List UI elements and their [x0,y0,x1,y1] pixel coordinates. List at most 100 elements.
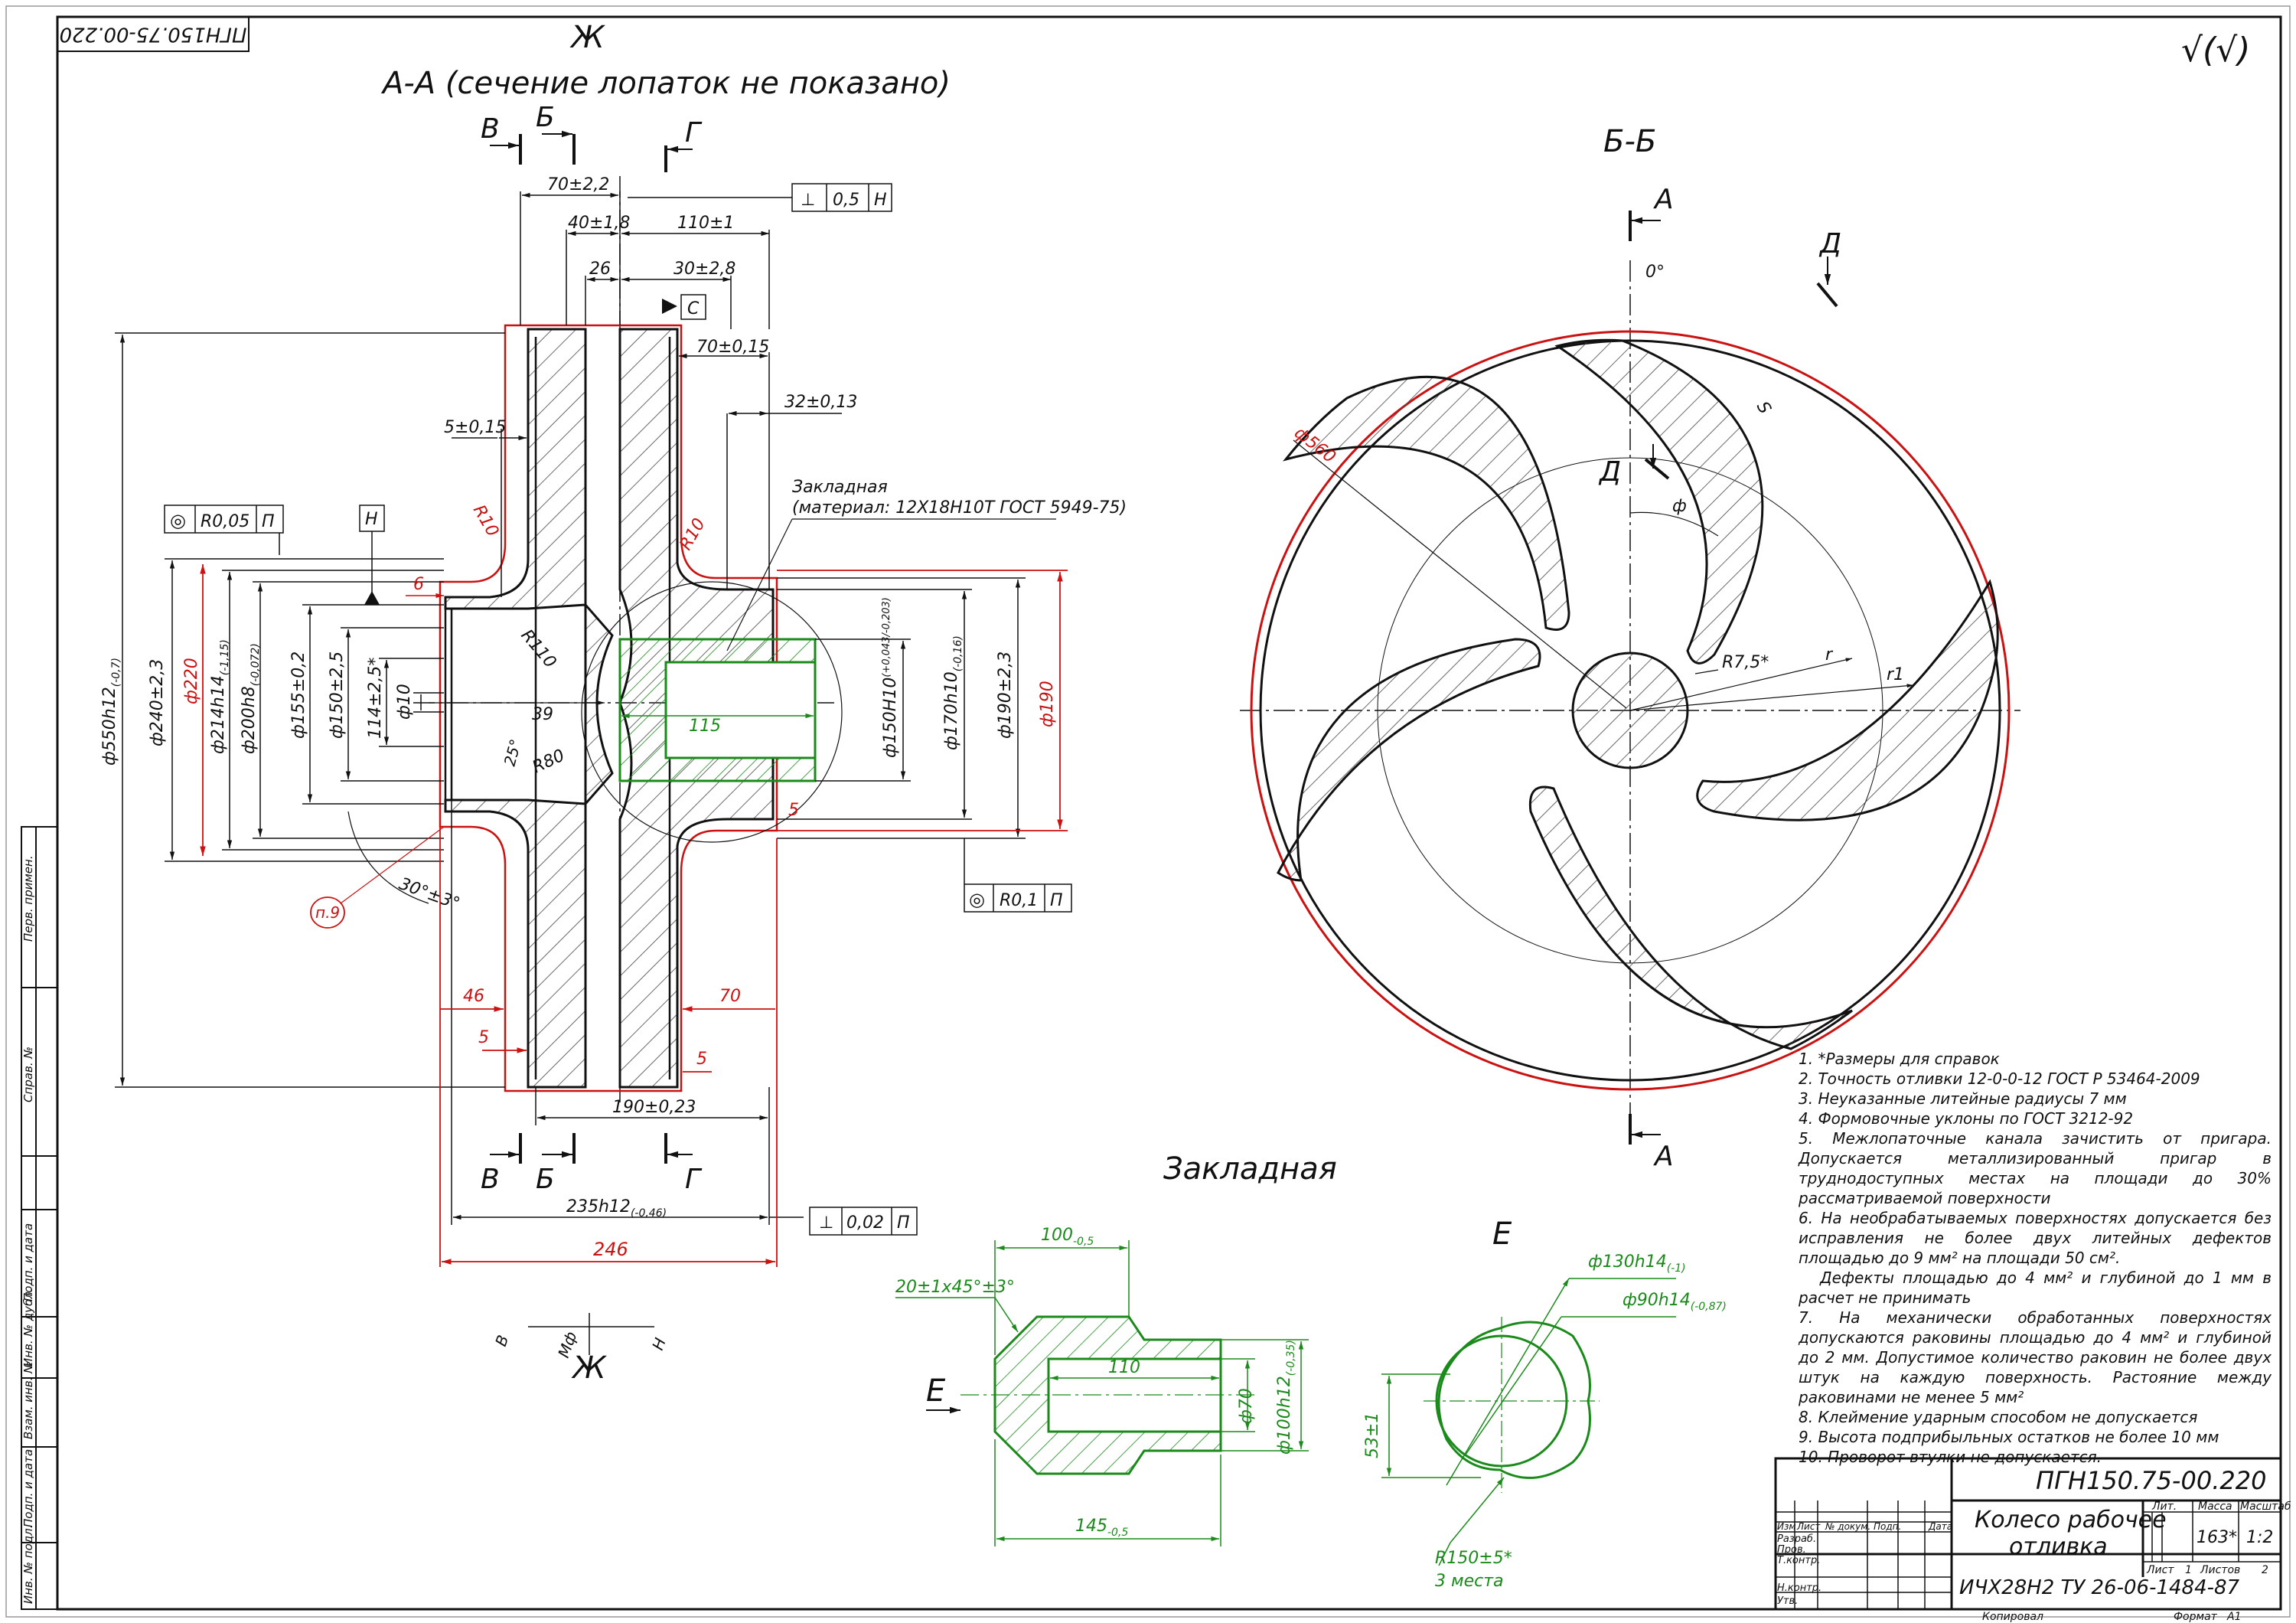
bottom-star-marker: Ж [570,1350,607,1386]
frame-perp-p-datum: П [897,1213,910,1233]
dim-d220: ф220 [182,658,201,704]
frame-conc-p2-symbol: ◎ [969,889,985,910]
left-stamp-strip [21,826,58,1610]
dim-w70: 70±2,2 [547,175,609,194]
dim-r75: R7,5* [1722,653,1769,672]
tb-sheet: Лист [2146,1564,2174,1576]
aa-bottom-dimension-lines [451,800,804,1225]
bb-r75-leader [1694,669,1719,674]
strip-label-podp1: Подп. и дата [21,1223,35,1301]
dim-w246: 246 [593,1239,628,1260]
section-aa-cut-arrows-top [490,130,693,153]
marker-g-top: Г [685,117,703,149]
impeller-blade-1 [1554,338,1764,665]
tb-mass: Масса [2198,1501,2232,1513]
note-9: 9. Высота подприбыльных остатков не боле… [1799,1428,2219,1446]
dim-d214: ф214h14(-1,15) [209,639,231,754]
technical-requirements: 1. *Размеры для справок 2. Точность отли… [1799,1049,2272,1467]
dim-w235: 235h12(-0,46) [566,1197,667,1220]
section-bb-title: Б-Б [1603,124,1656,159]
dim-d550: ф550h12(-0,7) [100,658,122,766]
machining-allowance-contour [439,324,778,1092]
frame-perp-p-value: 0,02 [846,1213,884,1233]
rotation-n: Н [648,1335,670,1352]
impeller-blade-4 [1277,638,1541,882]
dim-w190: 190±0,23 [612,1098,696,1117]
dim-d130: ф130h14(-1) [1588,1252,1686,1275]
tb-col-doc: № докум. [1825,1521,1870,1532]
datum-c-triangle [662,299,677,314]
sheet-inner-frame [56,15,2282,1611]
bb-marker-a-top: А [1653,184,1674,215]
dim-w32: 32±0,13 [784,393,857,412]
frame-perp-p [809,1207,918,1236]
dim-w5c: 5 [478,1028,489,1047]
bb-marker-d-mid: Д [1598,456,1621,488]
dim-w110-insert: 110 [1108,1358,1140,1377]
bb-r-line [1629,658,1853,711]
dim-d200: ф200h8(-0,072) [240,643,262,754]
dim-w110: 110±1 [677,214,734,233]
bb-marker-d-mid-line [1644,458,1670,480]
note-8: 8. Клеймение ударным способом не допуска… [1799,1408,2198,1426]
datum-h-label: Н [365,510,378,529]
title-block [1774,1457,2282,1611]
tb-role-nkontr: Н.контр. [1777,1582,1821,1594]
strip-label-podp2: Подп. и дата [21,1449,35,1527]
dim-places: 3 места [1435,1572,1504,1591]
dim-d190a: ф190±2,3 [996,651,1015,739]
note-6b: Дефекты площадью до 4 мм² и глубиной до … [1799,1269,2272,1307]
hub-section-hatch [444,328,614,1089]
dim-zero: 0° [1645,263,1665,282]
roughness-mark: √(√) [2181,31,2250,70]
note-1: 1. *Размеры для справок [1799,1050,2000,1068]
impeller-blade-2 [1696,579,1999,821]
frame-perp-h-value: 0,5 [833,191,859,210]
strip-label-podl: Инв. № подл. [21,1525,35,1604]
dim-d170: ф170h10(-0,16) [942,635,964,750]
marker-v-top: В [481,113,500,145]
insert-view-dims [895,1240,1309,1546]
frame-conc-p-value: R0,05 [201,512,249,531]
insert-label-line2: (материал: 12Х18Н10Т ГОСТ 5949-75) [792,498,1127,518]
dim-w40: 40±1,8 [568,214,630,233]
bb-r1-line [1629,684,1914,711]
frame-conc-p-datum: П [262,512,275,531]
frame-conc-p2-value: R0,1 [1000,891,1038,910]
callout-p9: п.9 [315,903,340,922]
dim-w70c: 70 [719,987,741,1006]
marker-b-bottom: Б [536,1164,555,1195]
strip-label-sprav: Справ. № [21,1047,35,1102]
stamp-code: ПГН150.75-00.220 [60,23,247,46]
frame-perp-h-symbol: ⊥ [801,191,815,210]
dim-r1: r1 [1887,665,1904,684]
impeller-blade-3 [1528,785,1853,1050]
dim-a25: 25° [501,737,525,768]
datum-h-triangle [364,591,380,605]
dim-phi: ф [1672,497,1687,516]
bb-marker-d-top-line [1816,282,1838,308]
callout-p9-circle [310,896,345,929]
dim-d90: ф90h14(-0,87) [1623,1291,1727,1313]
tb-sheet-value: 1 [2185,1564,2192,1576]
bb-marker-a-bottom: А [1653,1141,1674,1172]
tb-role-tkontr: Т.контр. [1777,1555,1820,1566]
tb-sheets-value: 2 [2262,1564,2268,1576]
frame-conc-p2 [964,838,1072,913]
dim-r: r [1825,645,1834,665]
dim-w30: 30±2,8 [673,260,735,279]
frame-perp-h [628,183,892,212]
tb-scale: Масштаб [2240,1501,2291,1513]
dim-d190b: ф190 [1038,681,1057,727]
insert-view-title: Закладная [1163,1151,1337,1187]
impeller-blade-5 [1283,375,1570,631]
top-star-marker: Ж [569,20,605,55]
note-5: 5. Межлопаточные канала зачистить от при… [1799,1129,2272,1207]
bb-marker-d-top: Д [1818,228,1841,260]
insert-bore [664,661,817,759]
impeller-blades [1277,338,1999,1050]
tb-format-value: А1 [2226,1611,2241,1623]
dim-d70: ф70 [1237,1388,1256,1424]
sheet-outer-border [5,5,2291,1618]
